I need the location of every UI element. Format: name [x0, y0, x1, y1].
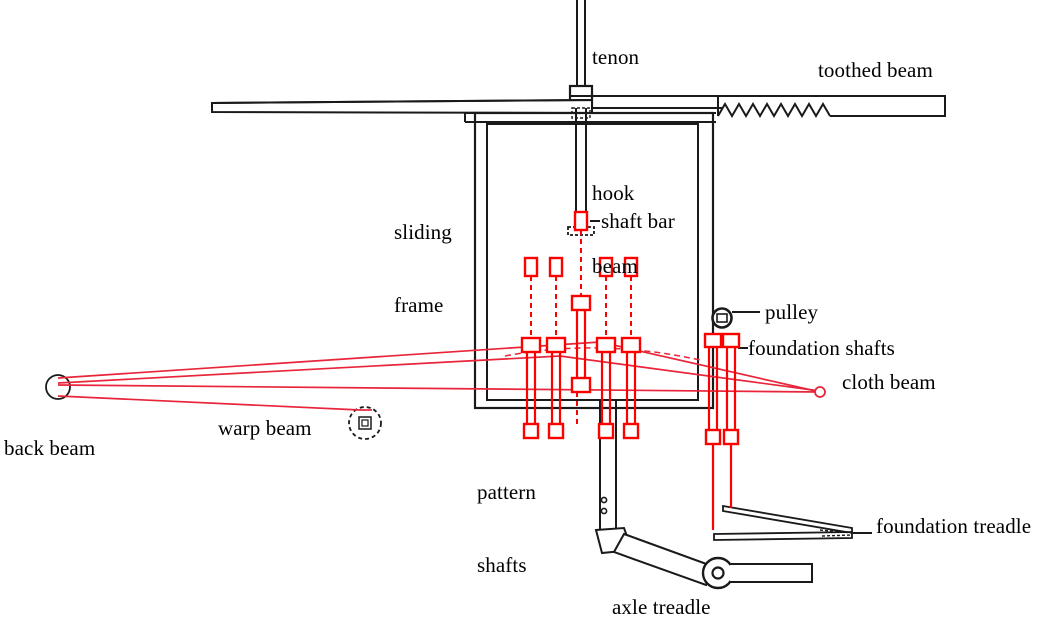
foundation-shaft-2 [721, 332, 741, 508]
label-pulley: pulley [765, 300, 819, 324]
label-warp-beam: warp beam [218, 416, 312, 440]
sliding-frame [473, 111, 715, 410]
label-shaft-bar: shaft bar [601, 209, 675, 233]
pattern-shaft-1 [520, 256, 542, 440]
cloth-beam [814, 386, 826, 398]
hook-beam-bar [211, 98, 593, 115]
toothed-beam [717, 95, 946, 118]
label-pattern-shafts: pattern shafts [477, 432, 536, 622]
pulley [711, 307, 760, 329]
axle-treadle [594, 526, 813, 590]
label-tenon: tenon [592, 45, 640, 69]
label-sliding-frame-line1: sliding [394, 220, 452, 245]
label-axle-treadle: axle treadle [612, 595, 711, 619]
structure-group [45, 0, 946, 590]
label-pattern-shafts-line1: pattern [477, 480, 537, 505]
back-beam [45, 374, 71, 400]
label-foundation-shafts: foundation shafts [748, 336, 895, 360]
label-hook-beam-line1: hook [592, 181, 635, 206]
tenon-lower-rod [575, 108, 587, 228]
pattern-shaft-2 [545, 256, 567, 440]
label-foundation-treadle: foundation treadle [876, 514, 1032, 538]
foundation-shaft-1 [703, 332, 723, 530]
label-sliding-frame: sliding frame [394, 172, 452, 365]
pattern-shafts [520, 256, 642, 440]
warp-threads [57, 341, 826, 411]
foundation-treadle [713, 504, 872, 541]
foundation-shafts [703, 332, 741, 530]
pattern-shaft-4 [595, 256, 617, 440]
tenon-rod [576, 0, 586, 86]
label-cloth-beam: cloth beam [842, 370, 936, 394]
pattern-shaft-3 [570, 294, 592, 424]
label-hook-beam-line2: beam [592, 253, 638, 278]
tenon-clamp-detail [571, 107, 591, 119]
label-toothed-beam: toothed beam [818, 58, 933, 82]
pattern-shaft-5 [620, 256, 642, 440]
label-hook-beam: hook beam [592, 133, 638, 326]
label-back-beam: back beam [4, 436, 96, 460]
shaft-bar [573, 210, 589, 298]
warp-beam [348, 406, 382, 440]
label-pattern-shafts-line2: shafts [477, 552, 527, 577]
label-sliding-frame-line2: frame [394, 292, 444, 317]
